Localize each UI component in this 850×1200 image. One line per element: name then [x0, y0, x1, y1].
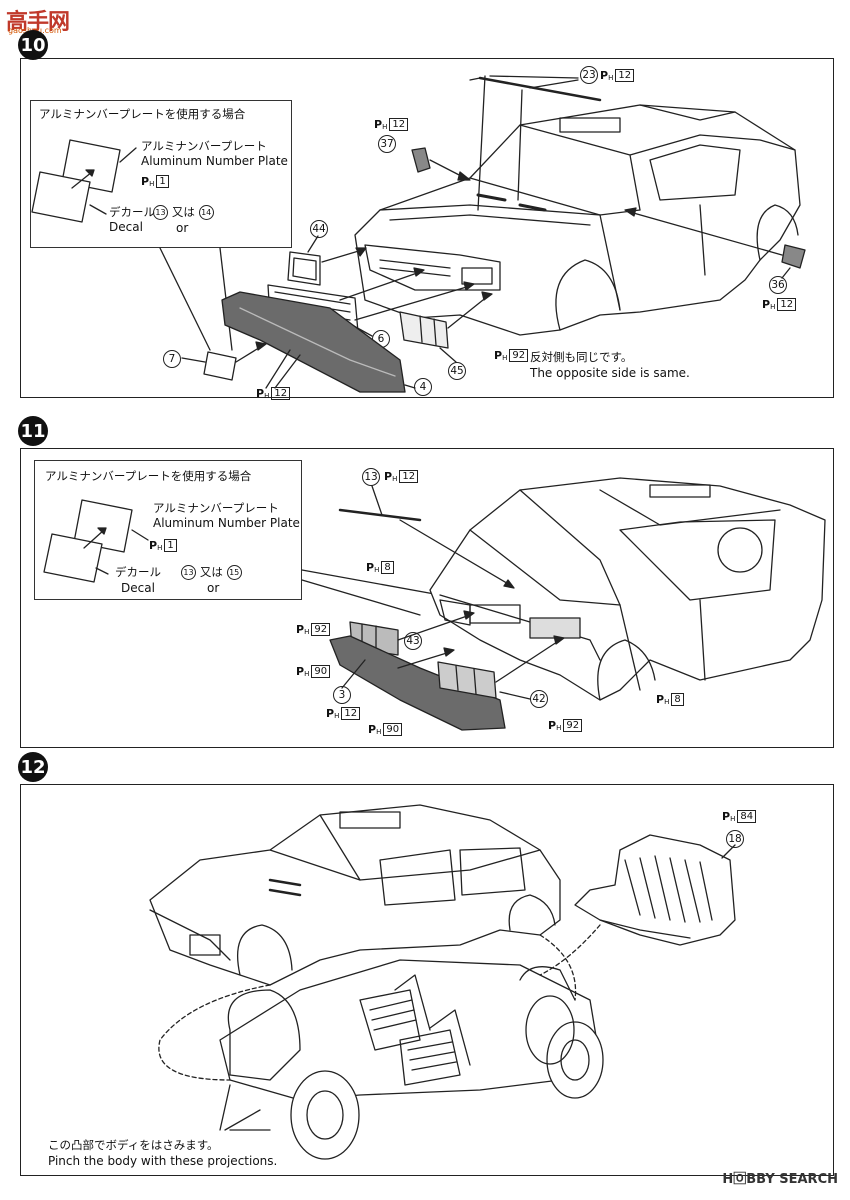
decal-options: 13 又は 14	[153, 205, 214, 220]
part-42: 42	[530, 690, 548, 708]
step-10-number: 10	[18, 30, 48, 60]
step-12-panel	[20, 784, 834, 1176]
part-4: 4	[414, 378, 432, 396]
part-37: 37	[378, 135, 396, 153]
step-11-number: 11	[18, 416, 48, 446]
step-12-number: 12	[18, 752, 48, 782]
callout-title: アルミナンバープレートを使用する場合	[39, 107, 246, 121]
part-44: 44	[310, 220, 328, 238]
part-7: 7	[163, 350, 181, 368]
plate-label-jp: アルミナンバープレート	[141, 139, 267, 153]
part-6: 6	[372, 330, 390, 348]
opposite-side-note-en: The opposite side is same.	[530, 366, 690, 380]
decal-label-jp: デカール	[115, 565, 161, 579]
hobby-search-logo: H🄾BBY SEARCH	[722, 1172, 838, 1187]
decal-label-en: Decal	[109, 220, 143, 234]
or-label: or	[176, 221, 189, 235]
part-45: 45	[448, 362, 466, 380]
opposite-side-note-jp: 反対側も同じです。	[530, 350, 633, 364]
step-11-callout: アルミナンバープレートを使用する場合 アルミナンバープレート Aluminum …	[34, 460, 302, 600]
decal-label-en: Decal	[121, 581, 155, 595]
pinch-note-en: Pinch the body with these projections.	[48, 1154, 278, 1168]
or-label: or	[207, 581, 220, 595]
part-3: 3	[333, 686, 351, 704]
decal-label-jp: デカール	[109, 205, 155, 219]
plate-label-en: Aluminum Number Plate	[141, 154, 288, 168]
part-43: 43	[404, 632, 422, 650]
plate-label-jp: アルミナンバープレート	[153, 501, 279, 515]
plate-label-en: Aluminum Number Plate	[153, 516, 300, 530]
pinch-note-jp: この凸部でボディをはさみます。	[48, 1138, 219, 1152]
part-18: 18	[726, 830, 744, 848]
part-13: 13	[362, 468, 380, 486]
step-10-callout: アルミナンバープレートを使用する場合 アルミナンバープレート Aluminum …	[30, 100, 292, 248]
callout-title: アルミナンバープレートを使用する場合	[45, 469, 252, 483]
part-36: 36	[769, 276, 787, 294]
decal-options: 13 又は 15	[181, 565, 242, 580]
part-23: 23	[580, 66, 598, 84]
